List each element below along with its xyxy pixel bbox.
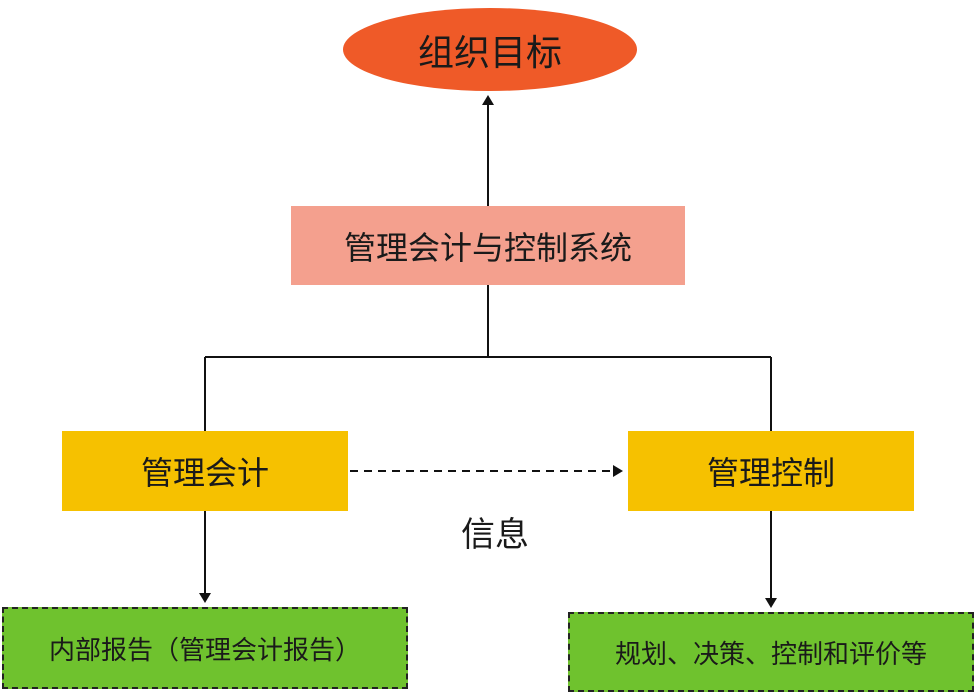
management-control-label: 管理控制	[706, 454, 835, 492]
internal-report-label: 内部报告（管理会计报告）	[48, 635, 361, 666]
planning-decision-label: 规划、决策、控制和评价等	[614, 639, 927, 670]
internal-report-node: 内部报告（管理会计报告）	[2, 607, 408, 689]
organization-goal-label: 组织目标	[417, 32, 562, 74]
control-system-label: 管理会计与控制系统	[343, 228, 632, 267]
management-accounting-label: 管理会计	[140, 454, 269, 492]
information-label: 信息	[461, 514, 529, 555]
control-system-node: 管理会计与控制系统	[291, 206, 685, 285]
management-control-node: 管理控制	[628, 431, 914, 511]
planning-decision-node: 规划、决策、控制和评价等	[568, 612, 974, 692]
management-accounting-node: 管理会计	[62, 431, 348, 511]
organization-goal-node: 组织目标	[343, 8, 637, 91]
